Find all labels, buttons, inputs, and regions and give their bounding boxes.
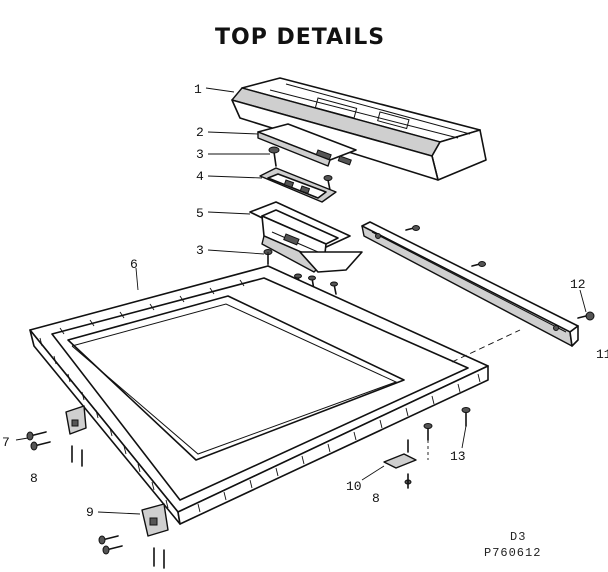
part-6-top-panel xyxy=(29,265,489,525)
part-11-rear-rail xyxy=(361,221,579,347)
callout-labels: 1 2 3 4 5 3 6 12 11 7 8 13 10 8 9 xyxy=(2,82,608,520)
screw-near-10 xyxy=(423,423,433,441)
part-1-console xyxy=(231,77,487,181)
diagram-title: TOP DETAILS xyxy=(215,25,385,50)
screw-3-top xyxy=(268,146,280,167)
part-10-clip xyxy=(383,439,417,489)
callout-12: 12 xyxy=(570,277,586,292)
hinge-lower-part-9 xyxy=(141,503,169,537)
hinge-9-screws xyxy=(98,535,165,569)
callout-8-left: 8 xyxy=(30,471,38,486)
part-7-screws xyxy=(26,431,51,451)
callout-2: 2 xyxy=(196,125,204,140)
callout-3-lower: 3 xyxy=(196,243,204,258)
hinge-upper xyxy=(65,405,87,435)
sheet-code: D3 xyxy=(510,530,526,544)
back-edge-hatching xyxy=(59,279,245,335)
part-5-control-housing xyxy=(249,201,363,273)
callout-13: 13 xyxy=(450,449,466,464)
front-edge-hatching xyxy=(39,337,169,509)
rail-screws xyxy=(405,225,486,267)
callout-11: 11 xyxy=(596,347,608,362)
part-13-screw xyxy=(461,407,471,427)
callout-6: 6 xyxy=(130,257,138,272)
callout-8-lower: 8 xyxy=(372,491,380,506)
part-code: P760612 xyxy=(484,546,541,560)
right-edge-hatching xyxy=(197,373,481,513)
callout-4: 4 xyxy=(196,169,204,184)
part-4-switch-bracket xyxy=(259,167,337,203)
callout-10: 10 xyxy=(346,479,362,494)
callout-3-top: 3 xyxy=(196,147,204,162)
screw-near-4 xyxy=(323,175,333,191)
part-8-screws-left xyxy=(71,445,83,467)
part-2-bracket xyxy=(257,123,357,167)
part-12-screw xyxy=(577,311,595,321)
callout-5: 5 xyxy=(196,206,204,221)
callout-9: 9 xyxy=(86,505,94,520)
leader-lines xyxy=(15,87,587,515)
callout-7: 7 xyxy=(2,435,10,450)
callout-1: 1 xyxy=(194,82,202,97)
